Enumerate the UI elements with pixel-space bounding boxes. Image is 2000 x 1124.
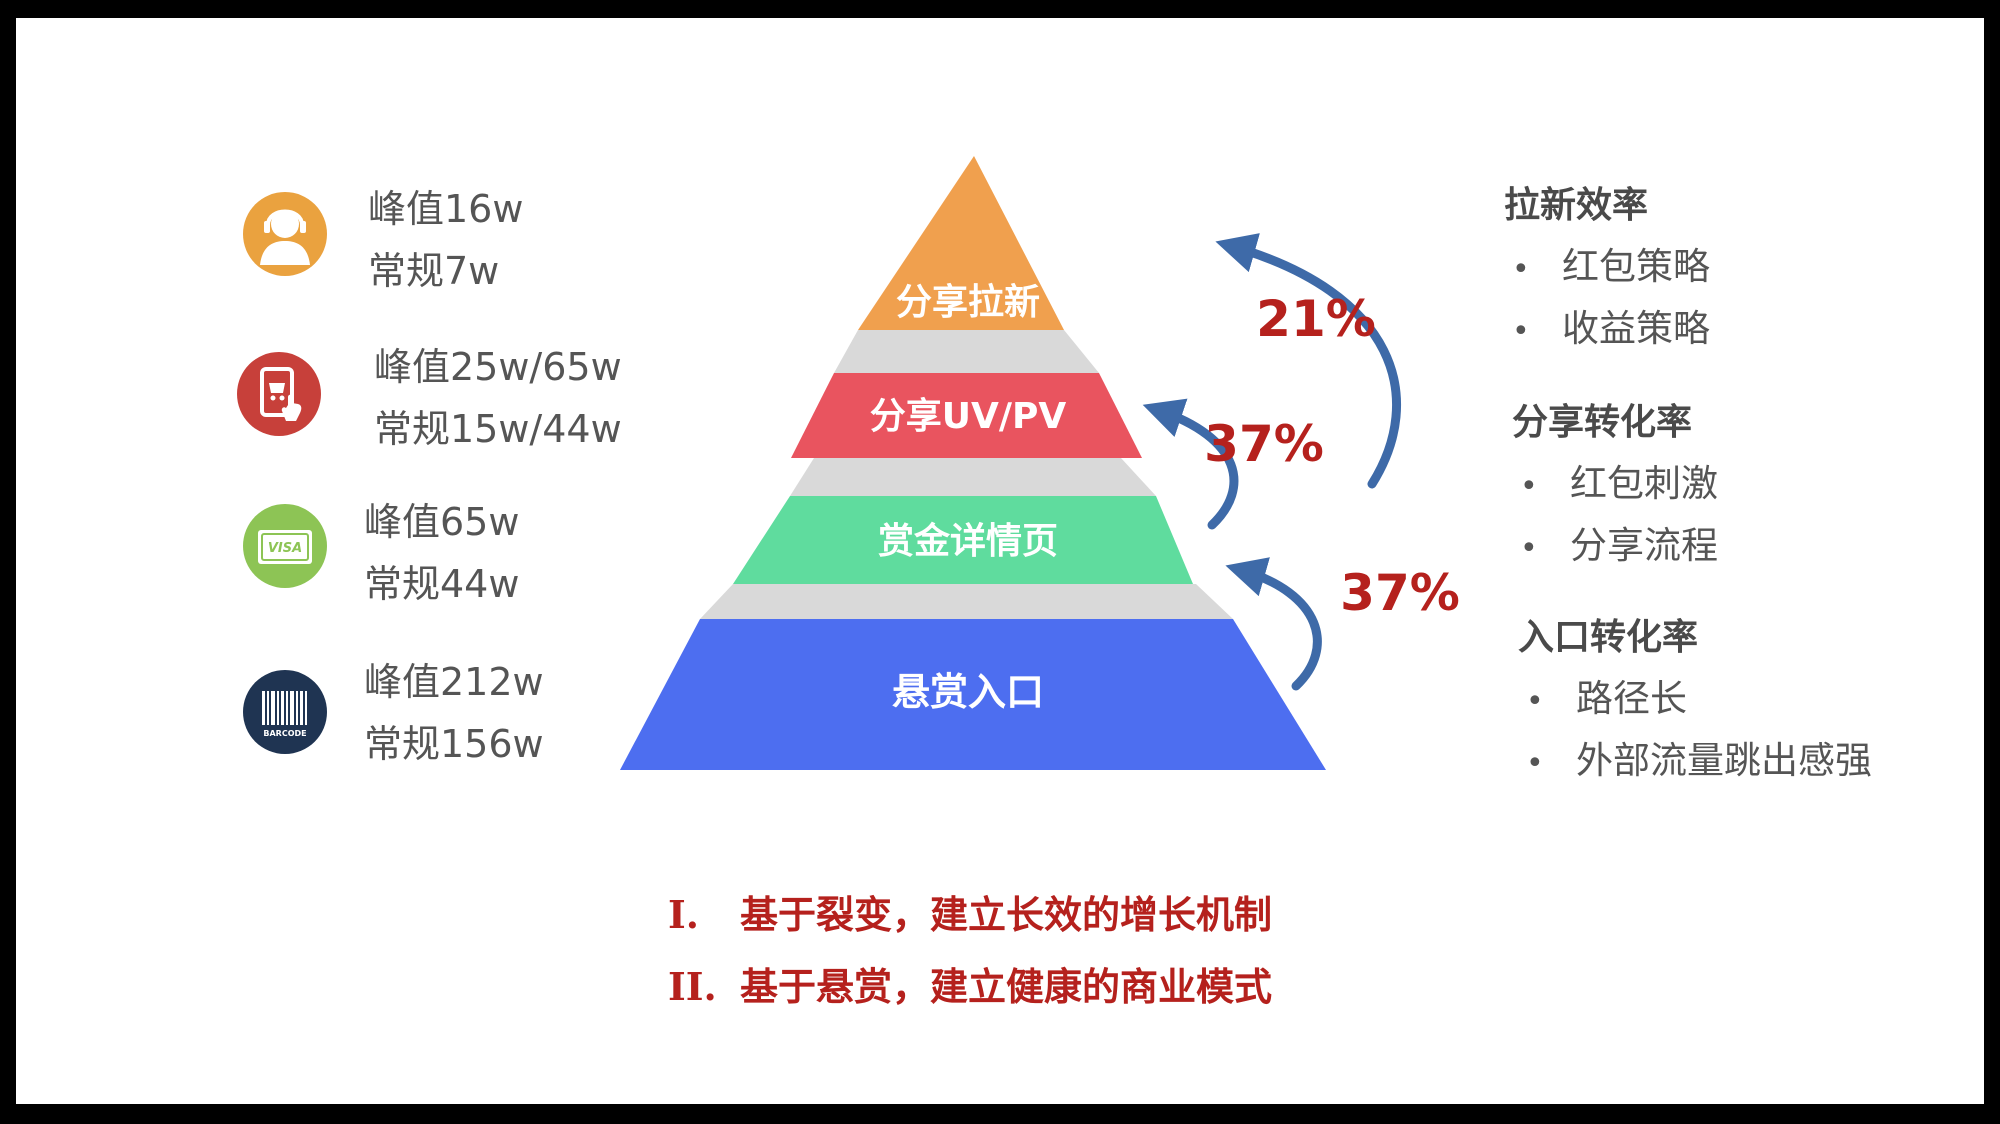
visa-icon-text: VISA bbox=[268, 541, 302, 556]
tablet-cart-icon bbox=[237, 352, 321, 436]
factor-item-label: 红包刺激 bbox=[1570, 462, 1718, 505]
pyramid-label-top: 分享拉新 bbox=[896, 282, 1040, 323]
pyramid-label-3: 赏金详情页 bbox=[878, 520, 1058, 562]
rate-21-percent: 21% bbox=[1256, 290, 1376, 348]
metric-group-2: 峰值25w/65w 常规15w/44w bbox=[374, 336, 622, 460]
factor-item: • 分享流程 bbox=[1512, 515, 1718, 577]
pyramid-level-2 bbox=[791, 373, 1142, 458]
factor-item: • 收益策略 bbox=[1504, 298, 1710, 360]
rate-37-percent-upper: 37% bbox=[1204, 415, 1324, 473]
conclusion-number: I. bbox=[668, 892, 700, 937]
pyramid-level-base bbox=[620, 619, 1326, 770]
connector-band-3 bbox=[700, 584, 1233, 619]
factor-heading: 拉新效率 bbox=[1504, 185, 1649, 226]
metric-group-3: 峰值65w 常规44w bbox=[364, 491, 519, 615]
factor-item: • 红包策略 bbox=[1504, 236, 1710, 298]
barcode-icon: BARCODE bbox=[243, 670, 327, 754]
factor-item-label: 外部流量跳出感强 bbox=[1576, 739, 1872, 782]
bullet-dot: • bbox=[1520, 531, 1538, 566]
bullet-dot: • bbox=[1526, 746, 1544, 781]
factor-item: • 路径长 bbox=[1518, 668, 1872, 730]
conclusion-number: II. bbox=[668, 964, 717, 1009]
factor-item-label: 收益策略 bbox=[1562, 307, 1710, 350]
conclusion-2: II. 基于悬赏，建立健康的商业模式 bbox=[668, 956, 1272, 1011]
connector-band-1 bbox=[834, 330, 1099, 373]
bullet-dot: • bbox=[1520, 469, 1538, 504]
conclusion-1: I. 基于裂变，建立长效的增长机制 bbox=[668, 884, 1272, 939]
visa-card-icon: VISA bbox=[243, 504, 327, 588]
metric-normal: 常规44w bbox=[364, 562, 520, 606]
metric-group-1: 峰值16w 常规7w bbox=[368, 178, 523, 302]
metric-normal: 常规15w/44w bbox=[374, 407, 622, 451]
bullet-dot: • bbox=[1526, 684, 1544, 719]
barcode-icon-text: BARCODE bbox=[263, 729, 306, 738]
metric-normal: 常规7w bbox=[368, 249, 500, 293]
conclusion-text: 基于悬赏，建立健康的商业模式 bbox=[740, 965, 1273, 1009]
factor-heading: 入口转化率 bbox=[1518, 617, 1699, 658]
metric-group-4: 峰值212w 常规156w bbox=[364, 651, 544, 775]
factor-block-3: 入口转化率 • 路径长 • 外部流量跳出感强 bbox=[1518, 608, 1872, 792]
arrow-37-percent-upper bbox=[1142, 398, 1239, 530]
factor-block-2: 分享转化率 • 红包刺激 • 分享流程 bbox=[1512, 393, 1718, 577]
pyramid-label-2: 分享UV/PV bbox=[870, 396, 1067, 437]
arrow-37-percent-lower bbox=[1225, 557, 1322, 691]
factor-item-label: 分享流程 bbox=[1570, 524, 1718, 567]
factor-item: • 红包刺激 bbox=[1512, 453, 1718, 515]
factor-item-label: 红包策略 bbox=[1562, 245, 1710, 288]
factor-block-1: 拉新效率 • 红包策略 • 收益策略 bbox=[1504, 176, 1710, 360]
connector-band-2 bbox=[790, 458, 1156, 496]
conclusion-text: 基于裂变，建立长效的增长机制 bbox=[740, 893, 1273, 937]
bullet-dot: • bbox=[1512, 314, 1530, 349]
metric-normal: 常规156w bbox=[364, 722, 544, 766]
rate-37-percent-lower: 37% bbox=[1340, 564, 1460, 622]
pyramid-label-base: 悬赏入口 bbox=[892, 670, 1044, 714]
metric-peak: 峰值25w/65w bbox=[374, 345, 622, 389]
arrow-21-percent bbox=[1215, 233, 1402, 489]
slide: 分享拉新 分享UV/PV 赏金详情页 悬赏入口 21% 37% 37% bbox=[16, 18, 1984, 1104]
pyramid-level-3 bbox=[733, 496, 1193, 584]
bullet-dot: • bbox=[1512, 252, 1530, 287]
metric-peak: 峰值16w bbox=[368, 187, 524, 231]
factor-item-label: 路径长 bbox=[1576, 677, 1687, 720]
factor-item: • 外部流量跳出感强 bbox=[1518, 730, 1872, 792]
headset-user-icon bbox=[243, 192, 327, 276]
metric-peak: 峰值65w bbox=[364, 500, 520, 544]
factor-heading: 分享转化率 bbox=[1512, 402, 1693, 443]
funnel-pyramid: 分享拉新 分享UV/PV 赏金详情页 悬赏入口 21% 37% 37% bbox=[620, 156, 1460, 770]
pyramid-level-top bbox=[858, 156, 1064, 330]
metric-peak: 峰值212w bbox=[364, 660, 544, 704]
